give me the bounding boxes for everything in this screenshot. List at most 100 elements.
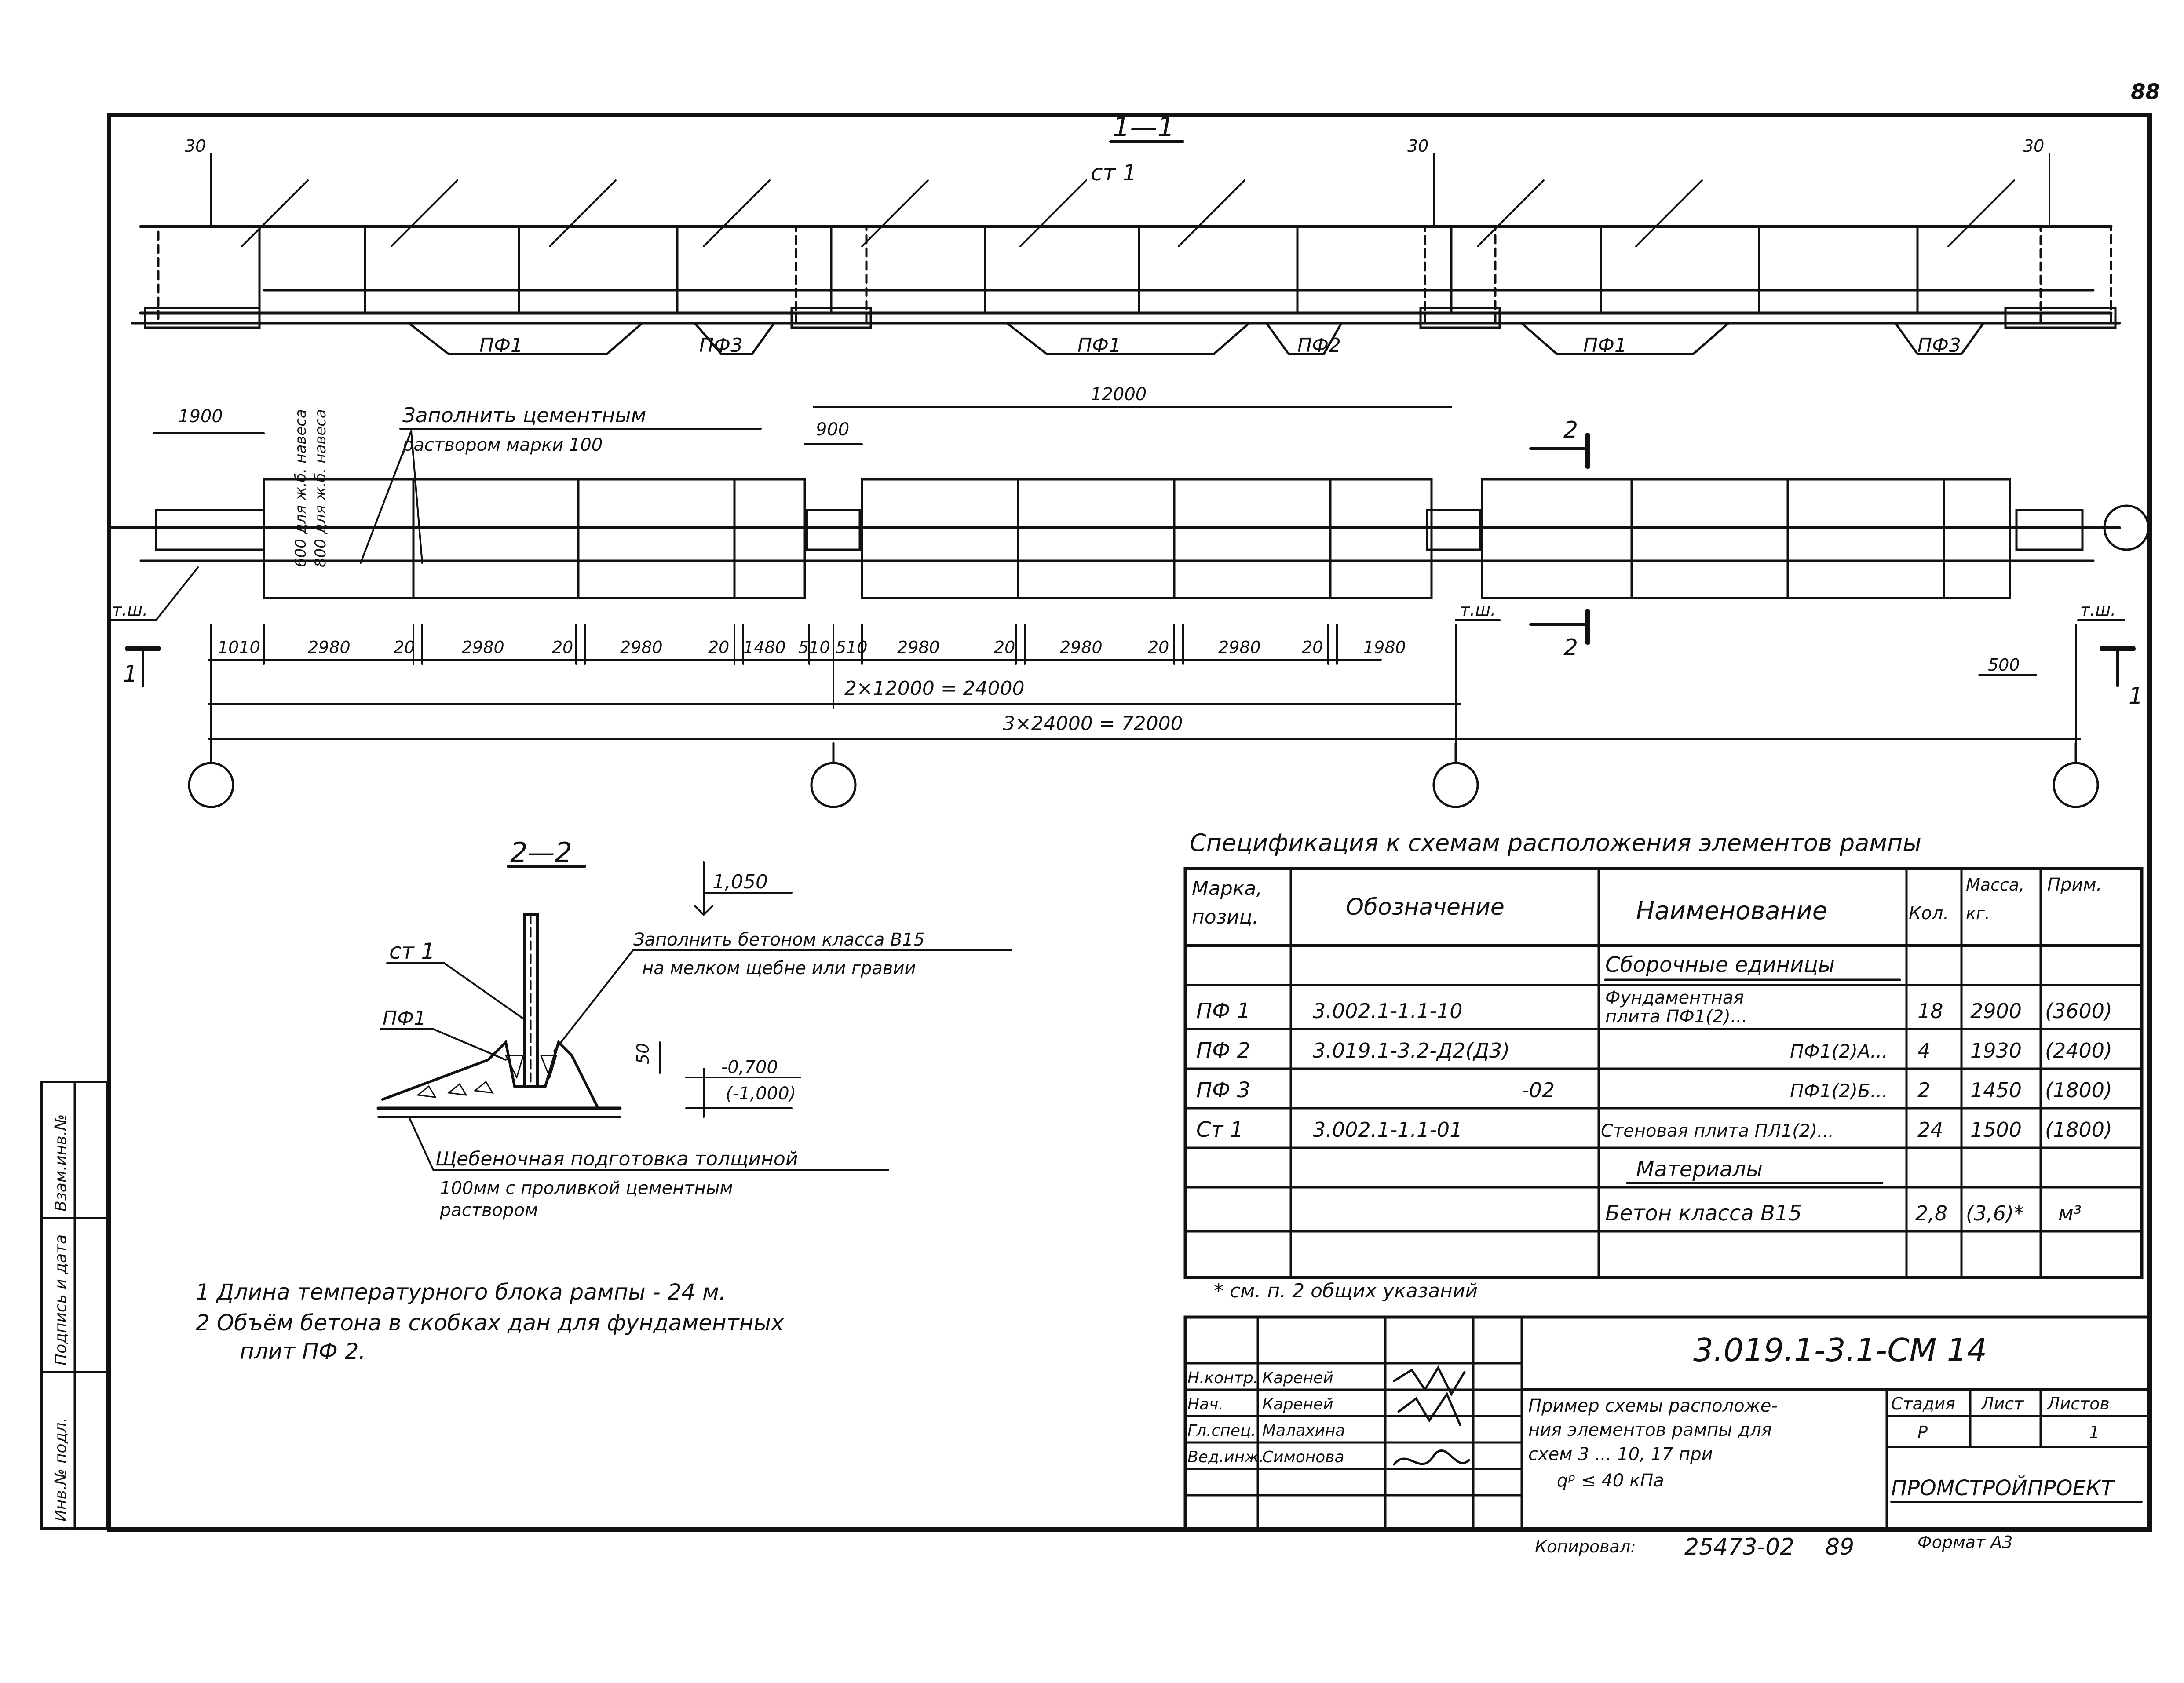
sheet-header: Лист — [1980, 1394, 2024, 1413]
material-qty: 2,8 — [1915, 1201, 1947, 1225]
section-fill-note-1: Заполнить бетоном класса В15 — [633, 930, 924, 950]
org-name: ПРОМСТРОЙПРОЕКТ — [1891, 1475, 2115, 1500]
note-2: 2 Объём бетона в скобках дан для фундаме… — [196, 1310, 784, 1336]
plan-fill-note-1: Заполнить цементным — [402, 403, 646, 427]
elev-label-pf3-a: ПФ3 — [699, 334, 743, 357]
row-qty: 4 — [1917, 1039, 1930, 1062]
vertical-note-1: 600 для ж.б. навеса — [292, 409, 310, 567]
section-wall-label: ст 1 — [389, 938, 435, 964]
row-note: (1800) — [2045, 1078, 2112, 1102]
dim-seg: 1480 — [743, 638, 786, 657]
dim-seg: 20 — [994, 638, 1015, 657]
base-note-2: 100мм с проливкой цементным — [440, 1178, 733, 1198]
role-1: Н.контр. — [1187, 1369, 1258, 1387]
dim-seg: 510 — [798, 638, 830, 657]
hdr-note: Прим. — [2047, 875, 2102, 895]
plan-view: 12000 600 для ж.б. навеса 800 для ж.б. н… — [109, 384, 2150, 808]
section-2-2: 2—2 1,050 ст 1 ПФ1 Заполнить бетоном кла… — [376, 836, 1012, 1220]
plan-fill-note-2: раствором марки 100 — [402, 435, 603, 455]
spec-footnote: * см. п. 2 общих указаний — [1214, 1280, 1478, 1302]
dim-seg: 2980 — [1218, 638, 1261, 657]
hdr-mass-2: кг. — [1966, 904, 1990, 923]
row-name-1: Фундаментная — [1605, 988, 1744, 1008]
dim-seg: 1010 — [218, 638, 260, 657]
spec-table: Спецификация к схемам расположения элеме… — [1183, 829, 2144, 1302]
desc-2: ния элементов рампы для — [1528, 1420, 1772, 1440]
dim-seg: 20 — [708, 638, 729, 657]
footer-copied: Копировал: — [1535, 1537, 1636, 1556]
hdr-mark-2: позиц. — [1192, 906, 1259, 928]
stage-header: Стадия — [1891, 1394, 1955, 1413]
role-2: Нач. — [1187, 1395, 1223, 1413]
note-3: плит ПФ 2. — [240, 1339, 365, 1364]
joint-label-mid: т.ш. — [1460, 600, 1496, 620]
dim-seg: 2980 — [308, 638, 351, 657]
hdr-mark-1: Марка, — [1192, 877, 1262, 900]
hdr-qty: Кол. — [1909, 903, 1949, 924]
page-number: 88 — [2131, 80, 2160, 104]
desc-4: qᵖ ≤ 40 кПа — [1557, 1471, 1664, 1491]
note-1: 1 Длина температурного блока рампы - 24 … — [196, 1279, 726, 1305]
material-mass: (3,6)* — [1966, 1201, 2024, 1225]
span-dim: 12000 — [1091, 384, 1147, 405]
sum-2x: 2×12000 = 24000 — [844, 677, 1025, 700]
dim-seg: 20 — [1148, 638, 1169, 657]
dim-seg: 20 — [552, 638, 573, 657]
row-designation: 3.002.1-1.1-01 — [1313, 1118, 1462, 1142]
dim-50: 50 — [633, 1043, 653, 1064]
desc-1: Пример схемы расположе- — [1528, 1396, 1778, 1416]
role-4: Вед.инж. — [1187, 1448, 1264, 1466]
joint-label-left: т.ш. — [112, 600, 148, 620]
sheets-header: Листов — [2046, 1394, 2110, 1413]
row-name-1: Стеновая плита ПЛ1(2)... — [1601, 1121, 1834, 1141]
dim-seg: 510 — [836, 638, 868, 657]
stamp-sign: Подпись и дата — [52, 1234, 70, 1365]
dim-seg: 1980 — [1363, 638, 1406, 657]
row-mass: 2900 — [1970, 999, 2022, 1023]
dim-1900: 1900 — [178, 406, 223, 427]
row-mark: Ст 1 — [1196, 1117, 1243, 1142]
row-qty: 18 — [1917, 999, 1943, 1023]
name-3: Малахина — [1262, 1422, 1345, 1440]
footer-number: 25473-02 — [1684, 1534, 1794, 1560]
side-stamp: Инв.№ подл. Подпись и дата Взам.инв.№ — [40, 1081, 109, 1530]
dim-500: 500 — [1988, 655, 2020, 675]
dim-seg: 2980 — [620, 638, 663, 657]
elev-label-pf1-c: ПФ1 — [1583, 334, 1627, 357]
row-name-1: ПФ1(2)А... — [1790, 1040, 1888, 1062]
sheets-value: 1 — [2089, 1423, 2100, 1442]
spec-title: Спецификация к схемам расположения элеме… — [1190, 829, 1921, 857]
row-mark: ПФ 2 — [1196, 1038, 1250, 1063]
wall-label: ст 1 — [1091, 160, 1136, 186]
dim-seg: 20 — [1302, 638, 1323, 657]
section-fill-note-2: на мелком щебне или гравии — [642, 958, 916, 978]
group-1: Сборочные единицы — [1605, 953, 1835, 977]
hdr-name: Наименование — [1636, 897, 1827, 925]
section-2-mark-top: 2 — [1563, 417, 1578, 443]
dim-seg: 2980 — [1060, 638, 1103, 657]
general-notes: 1 Длина температурного блока рампы - 24 … — [196, 1279, 784, 1364]
footer: Копировал: 25473-02 89 Формат А3 — [1535, 1533, 2012, 1560]
dim-seg: 20 — [394, 638, 415, 657]
stamp-replace: Взам.инв.№ — [52, 1114, 70, 1212]
desc-3: схем 3 ... 10, 17 при — [1528, 1444, 1713, 1464]
name-4: Симонова — [1262, 1448, 1344, 1466]
row-designation: -02 — [1522, 1078, 1555, 1102]
title-block: 3.019.1-3.1-СМ 14 Н.контр. Нач. Гл.спец.… — [1183, 1315, 2150, 1531]
dim-seg: 2980 — [897, 638, 940, 657]
elev-2: (-1,000) — [726, 1084, 796, 1104]
material-name: Бетон класса В15 — [1605, 1201, 1802, 1226]
top-dim-2: 30 — [1407, 136, 1428, 156]
row-designation: 3.019.1-3.2-Д2(Д3) — [1313, 1039, 1510, 1062]
section-1-1-title: 1—1 — [1113, 111, 1175, 143]
top-dim-1: 30 — [185, 136, 206, 156]
row-qty: 2 — [1917, 1078, 1930, 1102]
stage-value: Р — [1917, 1423, 1928, 1442]
sum-3x: 3×24000 = 72000 — [1003, 712, 1183, 735]
dim-900: 900 — [816, 420, 849, 440]
elev-label-pf3-b: ПФ3 — [1917, 334, 1961, 357]
section-2-2-title: 2—2 — [510, 836, 572, 869]
section-pf-label: ПФ1 — [383, 1007, 426, 1030]
drawing-code: 3.019.1-3.1-СМ 14 — [1693, 1332, 1987, 1369]
